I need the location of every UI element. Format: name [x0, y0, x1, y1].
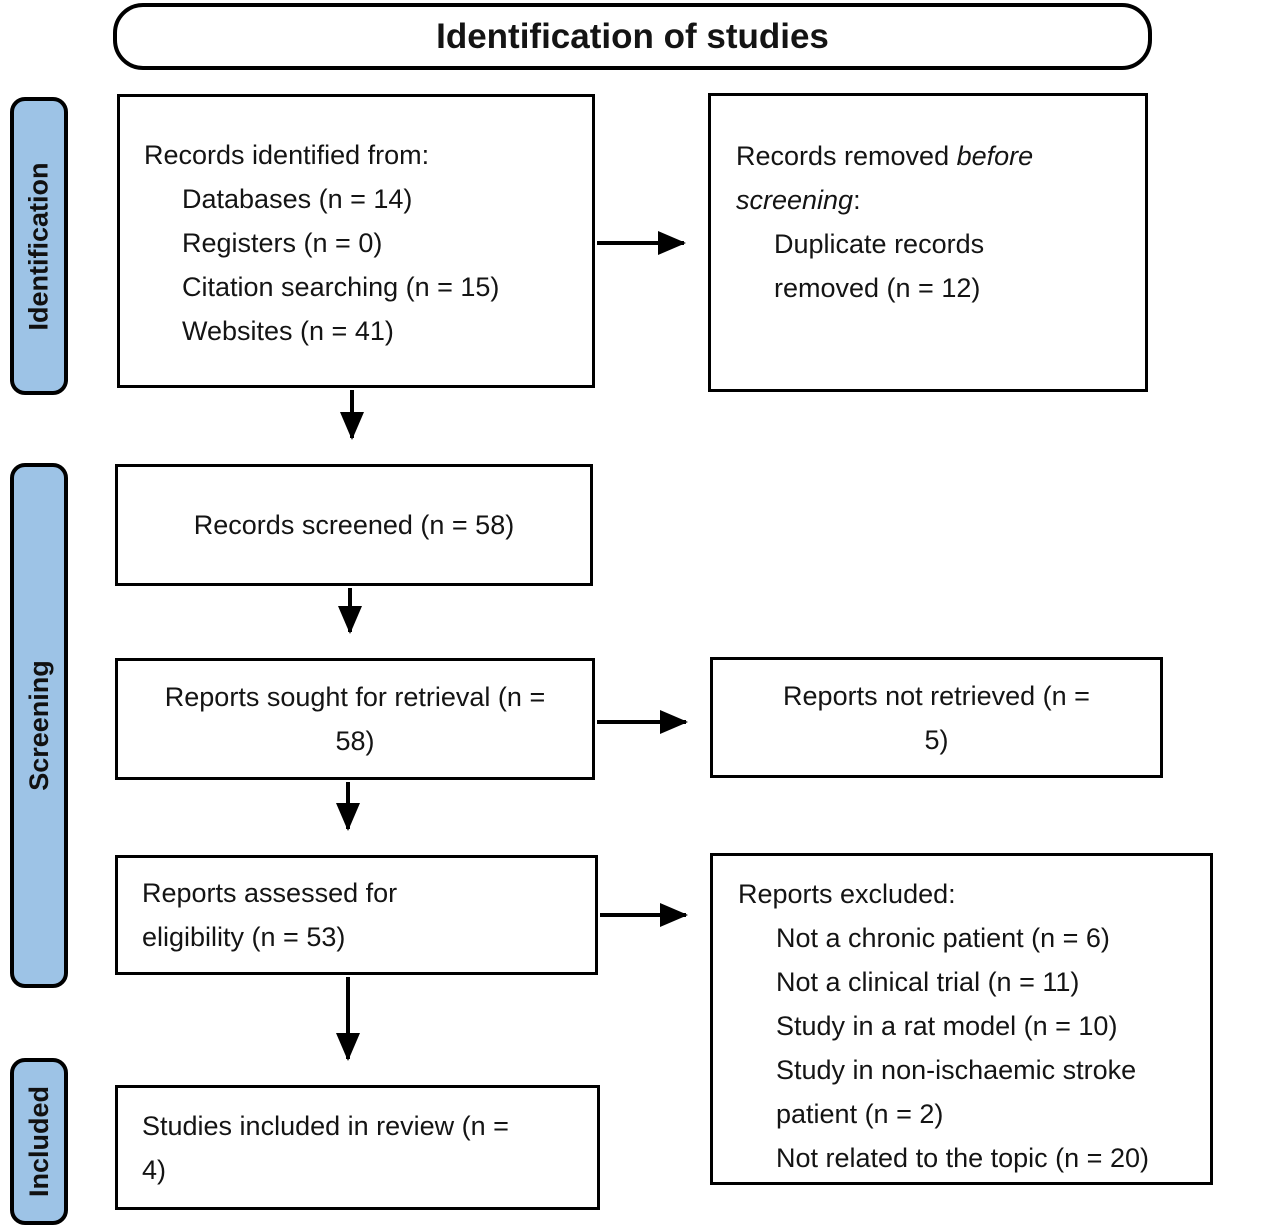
reports-excluded-item: Not a chronic patient (n = 6) — [776, 923, 1110, 953]
stage-label-identification: Identification — [10, 97, 68, 395]
records-identified-item: Databases (n = 14) — [182, 184, 413, 214]
diagram-title-box: Identification of studies — [113, 3, 1152, 70]
studies-included-text: Studies included in review (n = 4) — [142, 1110, 509, 1185]
records-screened-text: Records screened (n = 58) — [193, 510, 515, 540]
reports-excluded-item: Study in non-ischaemic stroke patient (n… — [776, 1055, 1137, 1129]
box-reports-excluded: Reports excluded: Not a chronic patient … — [710, 853, 1213, 1185]
box-records-removed: Records removed before screening: Duplic… — [708, 93, 1148, 392]
reports-assessed-text: Reports assessed for eligibility (n = 53… — [142, 878, 398, 952]
stage-label-screening-text: Screening — [23, 660, 54, 791]
box-reports-assessed: Reports assessed for eligibility (n = 53… — [115, 855, 598, 975]
reports-not-retrieved-text: Reports not retrieved (n = 5) — [783, 680, 1090, 755]
box-records-screened: Records screened (n = 58) — [115, 464, 593, 586]
records-identified-item: Registers (n = 0) — [182, 228, 383, 258]
reports-excluded-intro: Reports excluded: — [738, 879, 956, 909]
stage-label-included-text: Included — [23, 1085, 54, 1198]
records-removed-intro: Records removed before screening: — [736, 134, 1115, 222]
box-reports-not-retrieved: Reports not retrieved (n = 5) — [710, 657, 1163, 778]
records-removed-intro-normal: Records removed — [736, 141, 957, 171]
box-reports-sought: Reports sought for retrieval (n = 58) — [115, 658, 595, 780]
records-removed-intro-italic: before screening — [736, 141, 1034, 215]
reports-excluded-item: Study in a rat model (n = 10) — [776, 1011, 1118, 1041]
reports-excluded-item: Not related to the topic (n = 20) — [776, 1143, 1149, 1173]
records-removed-item: Duplicate records removed (n = 12) — [774, 229, 985, 303]
diagram-title: Identification of studies — [436, 16, 829, 56]
reports-sought-text: Reports sought for retrieval (n = 58) — [164, 682, 546, 756]
reports-excluded-item: Not a clinical trial (n = 11) — [776, 967, 1080, 997]
stage-label-identification-text: Identification — [23, 162, 54, 330]
box-records-identified: Records identified from: Databases (n = … — [117, 94, 595, 388]
records-identified-intro: Records identified from: — [144, 140, 430, 170]
box-studies-included: Studies included in review (n = 4) — [115, 1085, 600, 1210]
stage-label-included: Included — [10, 1058, 68, 1225]
records-identified-item: Websites (n = 41) — [182, 316, 394, 346]
records-identified-item: Citation searching (n = 15) — [182, 272, 500, 302]
records-removed-intro-colon: : — [853, 185, 861, 215]
stage-label-screening: Screening — [10, 463, 68, 988]
